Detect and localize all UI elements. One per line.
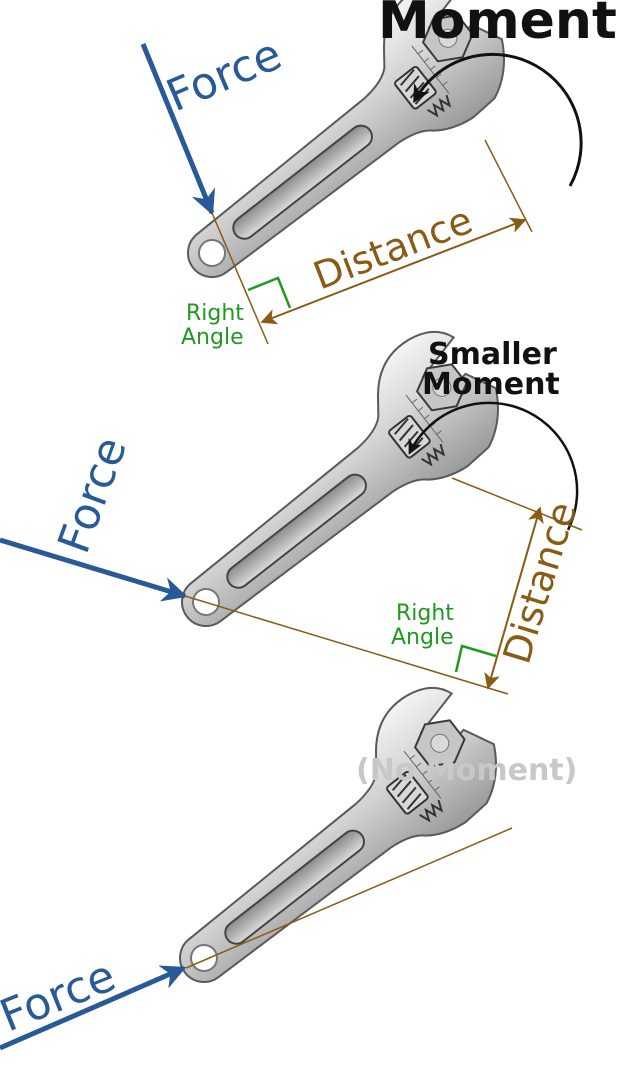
no-moment-title: (No Moment) [356, 753, 577, 788]
perpendicular-line-2 [451, 477, 583, 531]
panel-1-moment: Moment Force Distance Right Angle [140, 0, 617, 350]
moment-title-2b: Moment [422, 367, 560, 402]
distance-arrow-1 [260, 217, 527, 325]
panel-3-no-moment: (No Moment) Force [0, 670, 577, 1051]
right-angle-marker-1 [247, 276, 292, 309]
moment-title-1: Moment [378, 0, 617, 51]
right-angle-label-1a: Right [186, 301, 244, 326]
right-angle-label-2a: Right [396, 601, 454, 626]
moment-title-2a: Smaller [428, 337, 557, 372]
panel-2-smaller-moment: Smaller Moment Force Distance Right Angl… [0, 314, 586, 695]
force-arrow-3 [0, 965, 187, 1051]
right-angle-marker-2 [454, 644, 497, 673]
right-angle-label-2b: Angle [391, 625, 454, 650]
line-of-action-1 [211, 212, 269, 345]
distance-label-1: Distance [307, 198, 478, 299]
moment-arrow-2 [408, 401, 579, 531]
distance-arrow-2 [484, 506, 544, 690]
force-arrow-2 [0, 537, 188, 602]
line-of-action-3 [185, 827, 513, 969]
force-label-3: Force [0, 950, 122, 1042]
force-label-1: Force [159, 29, 289, 122]
force-label-2: Force [48, 430, 137, 559]
right-angle-label-1b: Angle [181, 325, 244, 350]
line-of-action-2 [184, 595, 509, 695]
wrench-3 [133, 670, 522, 1017]
distance-label-2: Distance [495, 497, 586, 669]
force-arrow-1 [140, 43, 216, 216]
perpendicular-line-1 [484, 139, 533, 233]
moment-arrow-1 [413, 52, 583, 187]
